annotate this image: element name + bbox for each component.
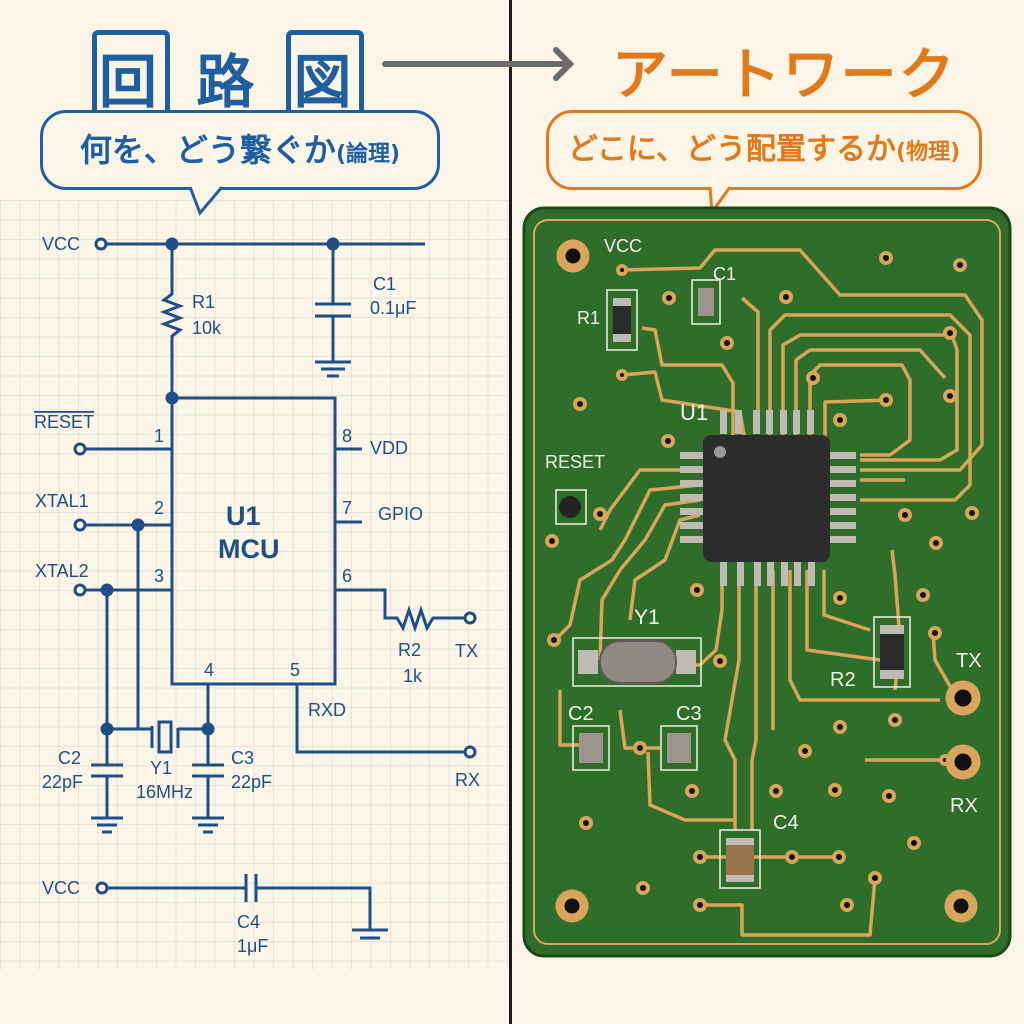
c3-capacitor-symbol: [192, 763, 224, 818]
pcb-y1-crystal: [572, 637, 702, 687]
pcb-label-tx: TX: [956, 650, 982, 672]
u1-pin-8: 8: [342, 426, 352, 446]
pcb-label-c3: C3: [676, 703, 702, 725]
pcb-c1: [691, 279, 721, 325]
net-label-xtal1: XTAL1: [35, 491, 89, 511]
pcb-label-y1: Y1: [634, 606, 660, 629]
copper-traces: [553, 248, 984, 937]
vcc-terminal: [94, 237, 108, 251]
r1-value: 10k: [192, 318, 222, 338]
net-label-rx: RX: [455, 770, 480, 790]
artwork-callout-note: (物理): [896, 140, 961, 165]
tx-pad: [945, 680, 981, 716]
net-label-rxd: RXD: [308, 700, 346, 720]
net-label-xtal2: XTAL2: [35, 561, 89, 581]
u1-mcu-symbol: [170, 396, 337, 686]
c4-capacitor-symbol: [244, 874, 258, 902]
net-label-tx: TX: [455, 641, 478, 661]
pcb-c3: [660, 725, 698, 771]
schematic-grid-background: [0, 200, 510, 970]
r1-ref: R1: [192, 292, 215, 312]
title-char: 図: [286, 30, 365, 124]
u1-pin-6: 6: [342, 566, 352, 586]
c1-ref: C1: [373, 274, 396, 294]
schematic-callout-text: 何を、どう繋ぐか: [79, 131, 336, 169]
pcb-label-u1: U1: [680, 400, 708, 425]
pcb-c2: [572, 725, 610, 771]
pcb-label-rx: RX: [950, 795, 978, 817]
u1-ref: U1: [226, 501, 261, 531]
c4-ref: C4: [237, 912, 260, 932]
ground-icon: [352, 928, 388, 940]
schematic-callout: 何を、どう繋ぐか(論理): [40, 110, 440, 190]
pcb-label-c2: C2: [568, 703, 594, 725]
panel-divider: [509, 0, 512, 1024]
title-char: 路: [196, 48, 261, 116]
tx-terminal: [463, 611, 477, 625]
u1-pin-2: 2: [154, 498, 164, 518]
y1-crystal-symbol: [150, 720, 180, 754]
pcb-label-r1: R1: [577, 308, 600, 328]
net-label-vcc: VCC: [42, 234, 80, 254]
pcb-label-vcc: VCC: [604, 236, 642, 256]
right-arrow-icon: [382, 47, 575, 81]
r2-ref: R2: [398, 640, 421, 660]
r2-value: 1k: [403, 666, 423, 686]
ground-icon: [91, 816, 123, 834]
u1-pin-5: 5: [290, 660, 300, 680]
net-label-gpio: GPIO: [378, 504, 423, 524]
artwork-callout: どこに、どう配置するか(物理): [546, 110, 982, 190]
vias: [545, 251, 979, 912]
pcb-reset-button: [555, 489, 587, 525]
r1-resistor-symbol: [159, 244, 185, 398]
pcb-u1-chip: [680, 410, 856, 586]
net-label-vcc2: VCC: [42, 878, 80, 898]
c3-ref: C3: [231, 748, 254, 768]
pcb-r2: [873, 616, 911, 688]
y1-value: 16MHz: [136, 782, 193, 802]
rx-pad: [945, 744, 981, 780]
c1-value: 0.1μF: [370, 298, 416, 318]
artwork-callout-text: どこに、どう配置するか: [567, 132, 897, 167]
rx-terminal: [463, 745, 477, 759]
u1-pin-7: 7: [342, 498, 352, 518]
pcb-c4: [719, 829, 761, 889]
schematic-callout-tail: [188, 186, 224, 216]
schematic-title: 回 路 図: [92, 30, 365, 124]
c2-capacitor-symbol: [91, 763, 123, 818]
vcc2-terminal: [95, 881, 109, 895]
c3-value: 22pF: [231, 772, 272, 792]
y1-ref: Y1: [150, 758, 172, 778]
pcb-label-c4: C4: [773, 812, 799, 834]
net-label-vdd: VDD: [370, 438, 408, 458]
u1-name: MCU: [218, 534, 280, 564]
net-label-reset: RESET: [34, 412, 94, 432]
c4-value: 1μF: [237, 936, 268, 956]
reset-terminal: [73, 442, 87, 456]
ground-icon: [315, 360, 351, 378]
c2-value: 22pF: [42, 772, 83, 792]
schematic: [73, 237, 477, 940]
c2-ref: C2: [58, 748, 81, 768]
u1-pin-4: 4: [204, 660, 214, 680]
r2-resistor-symbol: [335, 588, 466, 633]
pcb-r1: [606, 289, 638, 351]
u1-pin-1: 1: [154, 426, 164, 446]
schematic-callout-note: (論理): [335, 142, 401, 167]
ground-icon: [192, 816, 224, 834]
pcb-label-r2: R2: [830, 669, 856, 691]
pcb-label-c1: C1: [713, 264, 736, 284]
u1-pin-3: 3: [154, 566, 164, 586]
xtal2-terminal: [73, 583, 87, 597]
mounting-hole: [555, 239, 978, 923]
xtal1-terminal: [73, 518, 87, 532]
artwork-title: アートワーク: [612, 43, 957, 108]
c1-capacitor-symbol: [315, 244, 351, 362]
pcb-label-reset: RESET: [545, 452, 605, 472]
